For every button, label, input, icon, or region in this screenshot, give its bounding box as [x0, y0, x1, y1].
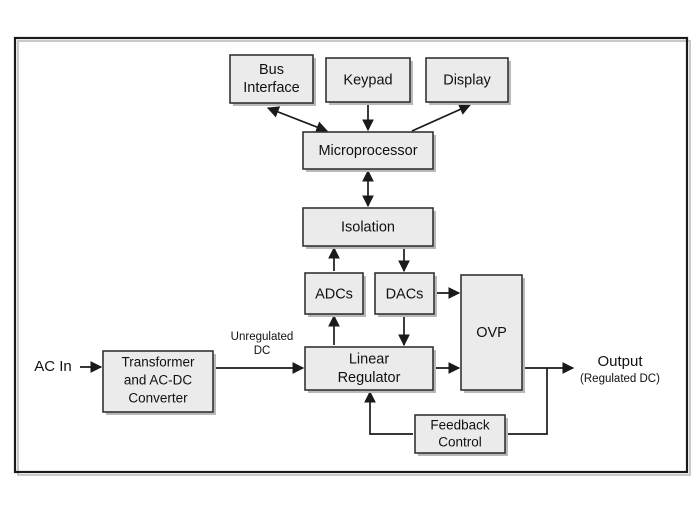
block-label-ovp: OVP: [476, 325, 507, 341]
block-label-isolation: Isolation: [341, 219, 395, 235]
annotation-unregulated-dc-line2: DC: [254, 345, 271, 357]
block-linear-regulator[interactable]: Linear Regulator: [304, 346, 436, 393]
edge-bus-interface-microprocessor: [266, 106, 329, 133]
block-label-linear-regulator-line1: Linear: [349, 351, 389, 367]
block-label-transformer-line3: Converter: [128, 391, 188, 406]
block-isolation[interactable]: Isolation: [302, 207, 436, 249]
block-label-linear-regulator-line2: Regulator: [338, 370, 401, 386]
annotation-output: Output: [597, 353, 643, 370]
diagram-frame-shadow: [17, 40, 691, 476]
block-label-feedback-control-line1: Feedback: [430, 418, 490, 433]
block-keypad[interactable]: Keypad: [325, 57, 413, 105]
block-label-display: Display: [443, 72, 491, 88]
block-label-microprocessor: Microprocessor: [318, 143, 417, 159]
edge-output-tap-feedback: [507, 368, 548, 435]
block-label-transformer-line2: and AC-DC: [124, 373, 193, 388]
annotation-output-regulated-dc: (Regulated DC): [580, 373, 660, 385]
block-label-transformer-line1: Transformer: [121, 355, 195, 370]
block-dacs[interactable]: DACs: [374, 272, 437, 317]
diagram-frame: [13, 36, 689, 474]
block-ovp[interactable]: OVP: [460, 274, 525, 393]
block-feedback-control[interactable]: Feedback Control: [414, 414, 508, 456]
block-label-adcs: ADCs: [315, 286, 353, 302]
block-adcs[interactable]: ADCs: [304, 272, 366, 317]
block-label-dacs: DACs: [386, 286, 424, 302]
block-label-bus-interface-line2: Interface: [243, 80, 299, 96]
block-label-bus-interface-line1: Bus: [259, 62, 284, 78]
annotation-ac-in: AC In: [34, 358, 72, 375]
block-microprocessor[interactable]: Microprocessor: [302, 131, 436, 172]
edge-microprocessor-display: [411, 103, 472, 132]
annotation-unregulated-dc-line1: Unregulated: [231, 331, 294, 343]
block-display[interactable]: Display: [425, 57, 511, 105]
block-bus-interface[interactable]: Bus Interface: [229, 54, 316, 106]
edge-feedback-control-linear-regulator: [364, 390, 413, 435]
block-label-feedback-control-line2: Control: [438, 435, 482, 450]
block-transformer-ac-dc-converter[interactable]: Transformer and AC-DC Converter: [102, 350, 216, 415]
block-label-keypad: Keypad: [343, 72, 392, 88]
